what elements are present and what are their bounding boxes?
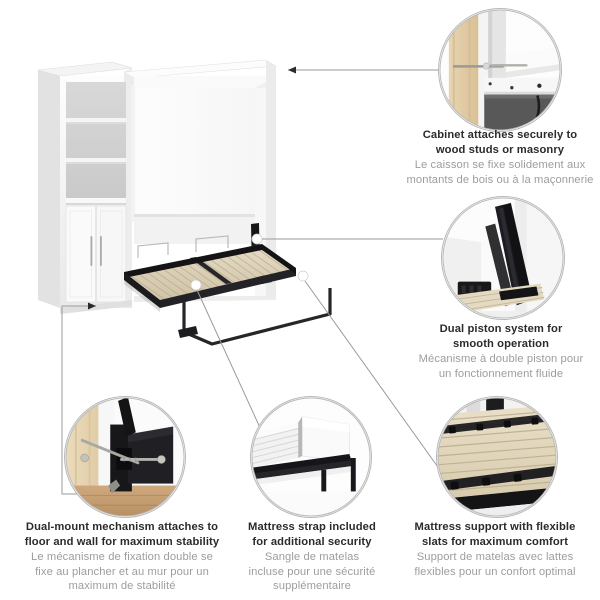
callout-fr-line1: Sangle de matelas	[264, 551, 360, 563]
callout-cabinet-mounting: Cabinet attaches securely to wood studs …	[398, 128, 600, 187]
cabinet-wall-stud-screw-photo	[438, 8, 562, 132]
callout-fr-text: Mécanisme à double piston pour un foncti…	[412, 352, 590, 381]
callout-en-line2: slats for maximum comfort	[421, 535, 569, 548]
callout-fr-line2: fixe au plancher et au mur pour un	[35, 565, 209, 578]
callout-en-text: Dual-mount mechanism attaches to floor a…	[8, 520, 236, 549]
dual-mount-bracket-screws-photo	[64, 396, 186, 518]
callout-fr-line3: maximum de stabilité	[68, 580, 176, 592]
callout-en-line2: for additional security	[252, 535, 372, 548]
callout-fr-text: Support de matelas avec lattes flexibles…	[392, 550, 598, 579]
mattress-strap-photo	[250, 396, 372, 518]
callout-dual-mount: Dual-mount mechanism attaches to floor a…	[8, 520, 236, 594]
callout-fr-text: Le mécanisme de fixation double se fixe …	[8, 550, 236, 594]
callout-fr-line1: Support de matelas avec lattes	[416, 551, 574, 563]
callout-fr-line2: incluse pour une sécurité	[248, 565, 376, 578]
callout-fr-line3: supplémentaire	[273, 580, 351, 592]
callout-en-text: Mattress support with flexible slats for…	[392, 520, 598, 549]
callout-fr-line1: Le mécanisme de fixation double se	[31, 551, 213, 563]
callout-flexible-slats: Mattress support with flexible slats for…	[392, 520, 598, 579]
callout-en-line2: wood studs or masonry	[435, 143, 565, 156]
callout-fr-line2: un fonctionnement fluide	[438, 367, 564, 380]
dual-piston-mechanism-photo	[441, 196, 565, 320]
callout-en-line1: Mattress support with flexible	[414, 521, 576, 533]
callout-mattress-strap: Mattress strap included for additional s…	[228, 520, 396, 594]
callout-dual-piston: Dual piston system for smooth operation …	[412, 322, 590, 381]
callout-en-text: Mattress strap included for additional s…	[228, 520, 396, 549]
callout-en-line2: floor and wall for maximum stability	[24, 535, 220, 548]
callout-en-line1: Dual-mount mechanism attaches to	[25, 521, 219, 533]
callout-fr-text: Sangle de matelas incluse pour une sécur…	[228, 550, 396, 594]
callout-en-line2: smooth operation	[452, 337, 550, 350]
callout-en-line1: Cabinet attaches securely to	[422, 129, 578, 141]
callout-en-line1: Mattress strap included	[248, 521, 376, 533]
callout-en-text: Dual piston system for smooth operation	[412, 322, 590, 351]
callout-en-line1: Dual piston system for	[439, 323, 563, 335]
callout-fr-line2: montants de bois ou à la maçonnerie	[406, 173, 594, 186]
callout-fr-line1: Mécanisme à double piston pour	[418, 353, 584, 365]
flexible-wood-slats-photo	[436, 396, 558, 518]
leader-mattress-strap	[196, 289, 263, 433]
callout-fr-text: Le caisson se fixe solidement aux montan…	[398, 158, 600, 187]
callout-en-text: Cabinet attaches securely to wood studs …	[398, 128, 600, 157]
leader-flexible-slats	[304, 280, 441, 471]
callout-fr-line2: flexibles pour un confort optimal	[414, 565, 576, 578]
callout-fr-line1: Le caisson se fixe solidement aux	[414, 159, 586, 171]
